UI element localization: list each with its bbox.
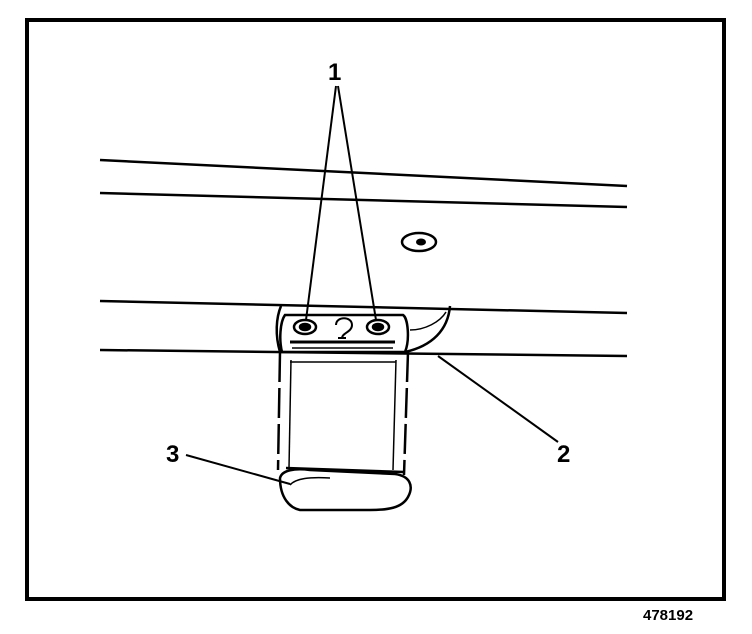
panel-fastener: [400, 231, 438, 253]
pull-tab: [278, 466, 412, 512]
leader-2: [437, 355, 559, 443]
diagram-frame: [25, 18, 726, 601]
callout-2: 2: [557, 441, 570, 468]
roof-panel: [99, 158, 628, 358]
leader-1a: [305, 85, 337, 321]
callout-3: 3: [166, 441, 179, 468]
figure-id: 478192: [643, 607, 693, 624]
mounting-screws: [292, 317, 391, 339]
center-clip: [335, 317, 354, 339]
support-bracket: [275, 305, 452, 354]
leader-1b: [337, 85, 377, 321]
leader-lines: [185, 85, 559, 485]
leader-3: [185, 454, 291, 485]
screw-left: [292, 318, 318, 336]
screw-right: [365, 318, 391, 336]
handle-strap: [276, 313, 410, 476]
callout-1: 1: [328, 59, 341, 86]
